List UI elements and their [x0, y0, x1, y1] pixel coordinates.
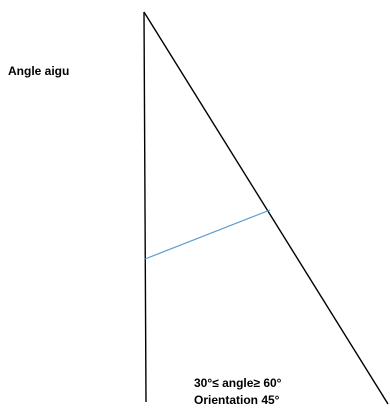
- connecting-segment-line: [144, 209, 271, 260]
- diagonal-ray-line: [143, 11, 389, 405]
- angle-range-label: 30°≤ angle≥ 60°: [194, 376, 282, 390]
- vertical-ray-line: [143, 11, 147, 403]
- diagram-title: Angle aigu: [8, 64, 70, 78]
- orientation-label: Orientation 45°: [194, 393, 280, 407]
